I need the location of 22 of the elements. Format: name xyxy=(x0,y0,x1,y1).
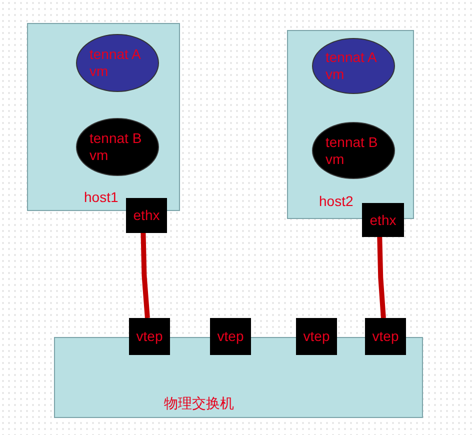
port-label: vtep xyxy=(217,328,244,345)
panel-label: 物理交换机 xyxy=(164,395,234,412)
port-box xyxy=(365,318,406,355)
vm-label: tennat A vm xyxy=(324,49,378,83)
port-box xyxy=(296,318,337,355)
vm-label: tennat B vm xyxy=(88,130,143,164)
port-box xyxy=(129,318,170,355)
port-label: ethx xyxy=(370,212,396,228)
port-label: vtep xyxy=(372,328,399,345)
vm-label: tennat B vm xyxy=(324,134,379,168)
vm-label: tennat A vm xyxy=(88,46,142,80)
cable-line xyxy=(140,232,150,318)
port-box xyxy=(126,198,167,233)
port-box xyxy=(210,318,251,355)
port-label: vtep xyxy=(303,328,330,345)
panel-label: host2 xyxy=(319,193,354,210)
host-panel xyxy=(27,23,180,211)
port-label: ethx xyxy=(133,207,160,224)
port-label: vtep xyxy=(136,328,163,345)
port-box xyxy=(362,203,404,237)
cable-line xyxy=(377,236,386,318)
panel-label: host1 xyxy=(84,189,118,206)
